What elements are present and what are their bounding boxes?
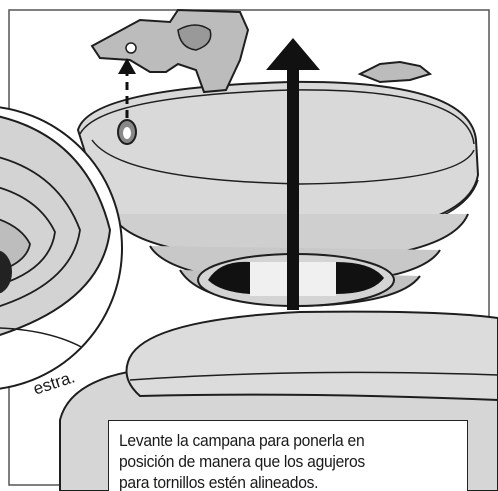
caption-line-2: posición de manera que los agujeros: [119, 452, 365, 471]
caption-line-3: para tornillos estén alineados.: [119, 473, 319, 491]
instruction-caption: Levante la campana para ponerla en posic…: [108, 420, 468, 491]
arrow-up-icon: [287, 64, 299, 310]
mounting-bracket: [90, 8, 433, 94]
detail-magnifier: [0, 106, 123, 390]
canopy-housing: [76, 80, 480, 308]
lift-direction-arrow: [266, 38, 320, 310]
caption-line-1: Levante la campana para ponerla en: [119, 431, 365, 450]
alignment-guide-arrow: [118, 58, 136, 118]
